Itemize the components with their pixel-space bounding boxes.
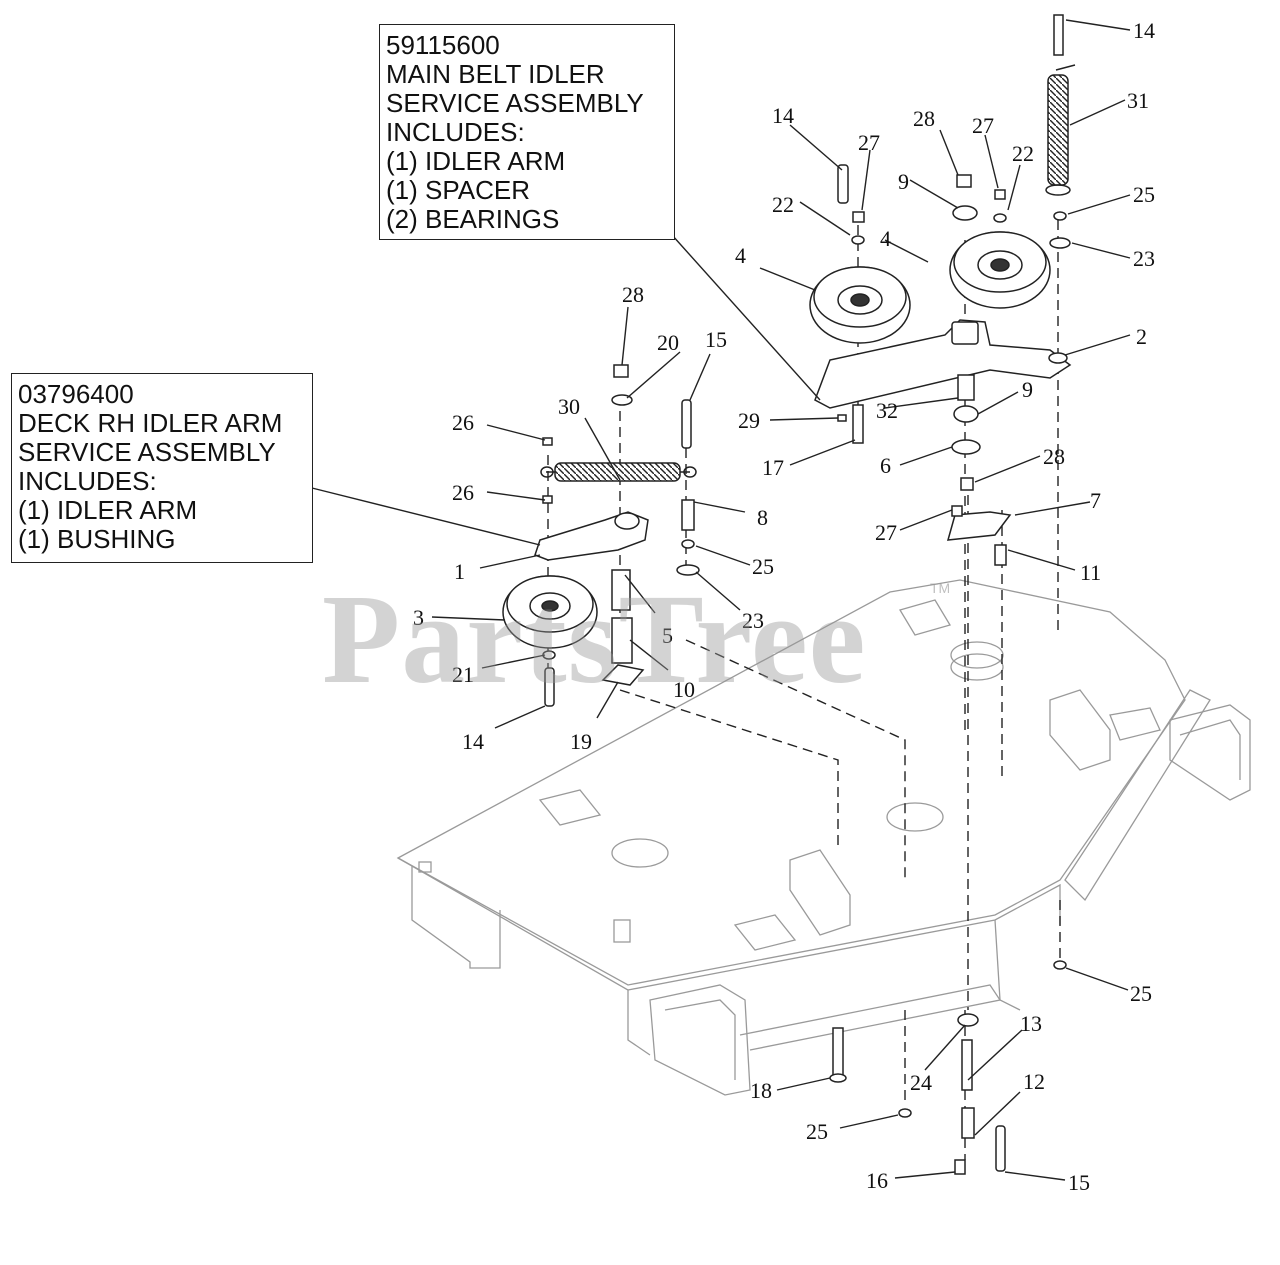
callout-line: (1) BUSHING	[18, 524, 176, 554]
part-label: 3	[413, 605, 424, 630]
part-label: 14	[1133, 18, 1155, 43]
callout-line: (2) BEARINGS	[386, 204, 560, 234]
part-label: 32	[876, 398, 898, 423]
callout-line: (1) SPACER	[386, 175, 530, 205]
callout-line: SERVICE ASSEMBLY	[18, 437, 276, 467]
part-label: 8	[757, 505, 768, 530]
part-label: 9	[898, 169, 909, 194]
part-label: 22	[1012, 141, 1034, 166]
part-label: 26	[452, 480, 474, 505]
part-label: 15	[1068, 1170, 1090, 1195]
part-label: 25	[806, 1119, 828, 1144]
part-label: 28	[622, 282, 644, 307]
part-label: 6	[880, 453, 891, 478]
callout-line: SERVICE ASSEMBLY	[386, 88, 644, 118]
part-label: 11	[1080, 560, 1101, 585]
part-label: 23	[1133, 246, 1155, 271]
part-label: 25	[1133, 182, 1155, 207]
part-label: 24	[910, 1070, 932, 1095]
part-label: 25	[752, 554, 774, 579]
callout-part-number: 59115600	[386, 30, 500, 60]
part-label: 30	[558, 394, 580, 419]
part-label: 21	[452, 662, 474, 687]
callout-line: MAIN BELT IDLER	[386, 59, 605, 89]
partstree-watermark: PartsTree	[322, 568, 867, 710]
part-label: 2	[1136, 324, 1147, 349]
part-label: 26	[452, 410, 474, 435]
part-label: 23	[742, 608, 764, 633]
callout-line: (1) IDLER ARM	[18, 495, 198, 525]
part-label: 16	[866, 1168, 888, 1193]
part-label: 18	[750, 1078, 772, 1103]
part-label: 14	[772, 103, 794, 128]
part-label: 17	[762, 455, 784, 480]
main-belt-idler-callout: 59115600 MAIN BELT IDLER SERVICE ASSEMBL…	[379, 24, 675, 240]
part-label: 19	[570, 729, 592, 754]
part-label: 28	[1043, 444, 1065, 469]
part-label: 27	[972, 113, 994, 138]
part-label: 22	[772, 192, 794, 217]
part-label: 13	[1020, 1011, 1042, 1036]
callout-line: DECK RH IDLER ARM	[18, 408, 283, 438]
leader-lines	[311, 19, 1131, 1181]
deck-rh-idler-callout: 03796400 DECK RH IDLER ARM SERVICE ASSEM…	[11, 373, 313, 563]
part-label: 27	[875, 520, 897, 545]
part-label: 9	[1022, 377, 1033, 402]
part-label: 4	[735, 243, 746, 268]
bracket-7	[946, 511, 1012, 541]
part-label: 1	[454, 559, 465, 584]
bolt-14-top	[1053, 14, 1064, 56]
callout-part-number: 03796400	[18, 379, 134, 409]
callout-line: INCLUDES:	[18, 466, 157, 496]
part-label: 25	[1130, 981, 1152, 1006]
part-label: 31	[1127, 88, 1149, 113]
callout-line: (1) IDLER ARM	[386, 146, 566, 176]
part-label: 29	[738, 408, 760, 433]
part-label: 4	[880, 226, 891, 251]
part-label: 27	[858, 130, 880, 155]
part-label: 12	[1023, 1069, 1045, 1094]
part-label: 20	[657, 330, 679, 355]
part-label: 5	[662, 623, 673, 648]
watermark-trademark: TM	[930, 580, 951, 596]
part-label: 7	[1090, 488, 1101, 513]
part-label: 10	[673, 677, 695, 702]
part-number-labels: 14 31 25 23 28 27 22 9 14 27 22 4 4 2 28…	[413, 18, 1155, 1195]
part-label: 28	[913, 106, 935, 131]
components	[502, 14, 1076, 1175]
part-label: 15	[705, 327, 727, 352]
part-label: 14	[462, 729, 484, 754]
callout-line: INCLUDES:	[386, 117, 525, 147]
